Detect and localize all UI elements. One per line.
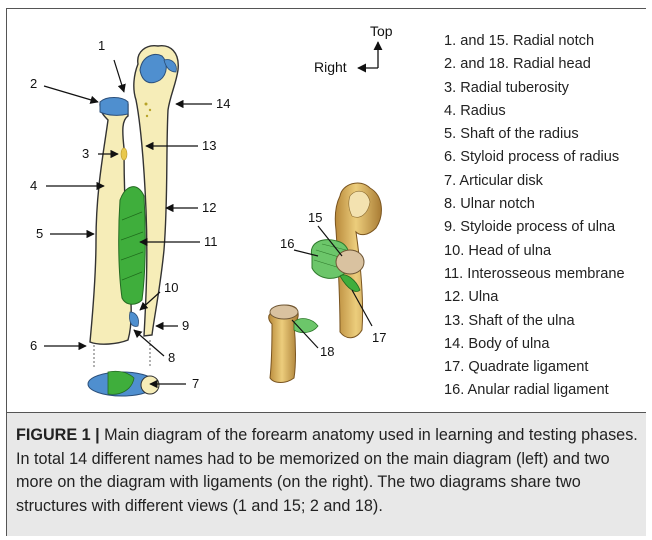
legend-item: 17. Quadrate ligament — [444, 356, 625, 379]
legend-list: 1. and 15. Radial notch 2. and 18. Radia… — [444, 30, 625, 403]
callout-11: 11 — [204, 234, 218, 249]
legend-item: 6. Styloid process of radius — [444, 146, 625, 169]
legend-item: 4. Radius — [444, 100, 625, 123]
callout-14: 14 — [216, 96, 230, 111]
callout-labels: 1 2 3 4 5 6 7 8 9 10 11 12 13 14 15 16 1… — [30, 38, 386, 391]
figure-caption: FIGURE 1 | Main diagram of the forearm a… — [16, 424, 640, 518]
callout-16: 16 — [280, 236, 294, 251]
callout-4: 4 — [30, 178, 37, 193]
callout-9: 9 — [182, 318, 189, 333]
callout-17: 17 — [372, 330, 386, 345]
legend-item: 2. and 18. Radial head — [444, 53, 625, 76]
legend-item: 7. Articular disk — [444, 170, 625, 193]
orientation-indicator: Top Right — [314, 23, 393, 75]
callout-8: 8 — [168, 350, 175, 365]
legend-item: 12. Ulna — [444, 286, 625, 309]
callout-6: 6 — [30, 338, 37, 353]
legend-item: 13. Shaft of the ulna — [444, 310, 625, 333]
legend-item: 5. Shaft of the radius — [444, 123, 625, 146]
legend-item: 1. and 15. Radial notch — [444, 30, 625, 53]
legend-item: 9. Styloide process of ulna — [444, 216, 625, 239]
legend-item: 8. Ulnar notch — [444, 193, 625, 216]
caption-text: Main diagram of the forearm anatomy used… — [16, 426, 638, 515]
distal-view — [88, 371, 159, 396]
callout-1: 1 — [98, 38, 105, 53]
interosseous-membrane — [119, 187, 146, 305]
legend-item: 3. Radial tuberosity — [444, 77, 625, 100]
compass-right-label: Right — [314, 59, 347, 75]
callout-15: 15 — [308, 210, 322, 225]
callout-10: 10 — [164, 280, 178, 295]
callout-12: 12 — [202, 200, 216, 215]
legend-item: 10. Head of ulna — [444, 240, 625, 263]
callout-13: 13 — [202, 138, 216, 153]
legend-item: 14. Body of ulna — [444, 333, 625, 356]
callout-5: 5 — [36, 226, 43, 241]
figure-label: FIGURE 1 | — [16, 426, 100, 444]
callout-3: 3 — [82, 146, 89, 161]
callout-7: 7 — [192, 376, 199, 391]
legend-item: 16. Anular radial ligament — [444, 379, 625, 402]
callout-2: 2 — [30, 76, 37, 91]
legend-item: 11. Interosseous membrane — [444, 263, 625, 286]
callout-18: 18 — [320, 344, 334, 359]
compass-top-label: Top — [370, 23, 393, 39]
